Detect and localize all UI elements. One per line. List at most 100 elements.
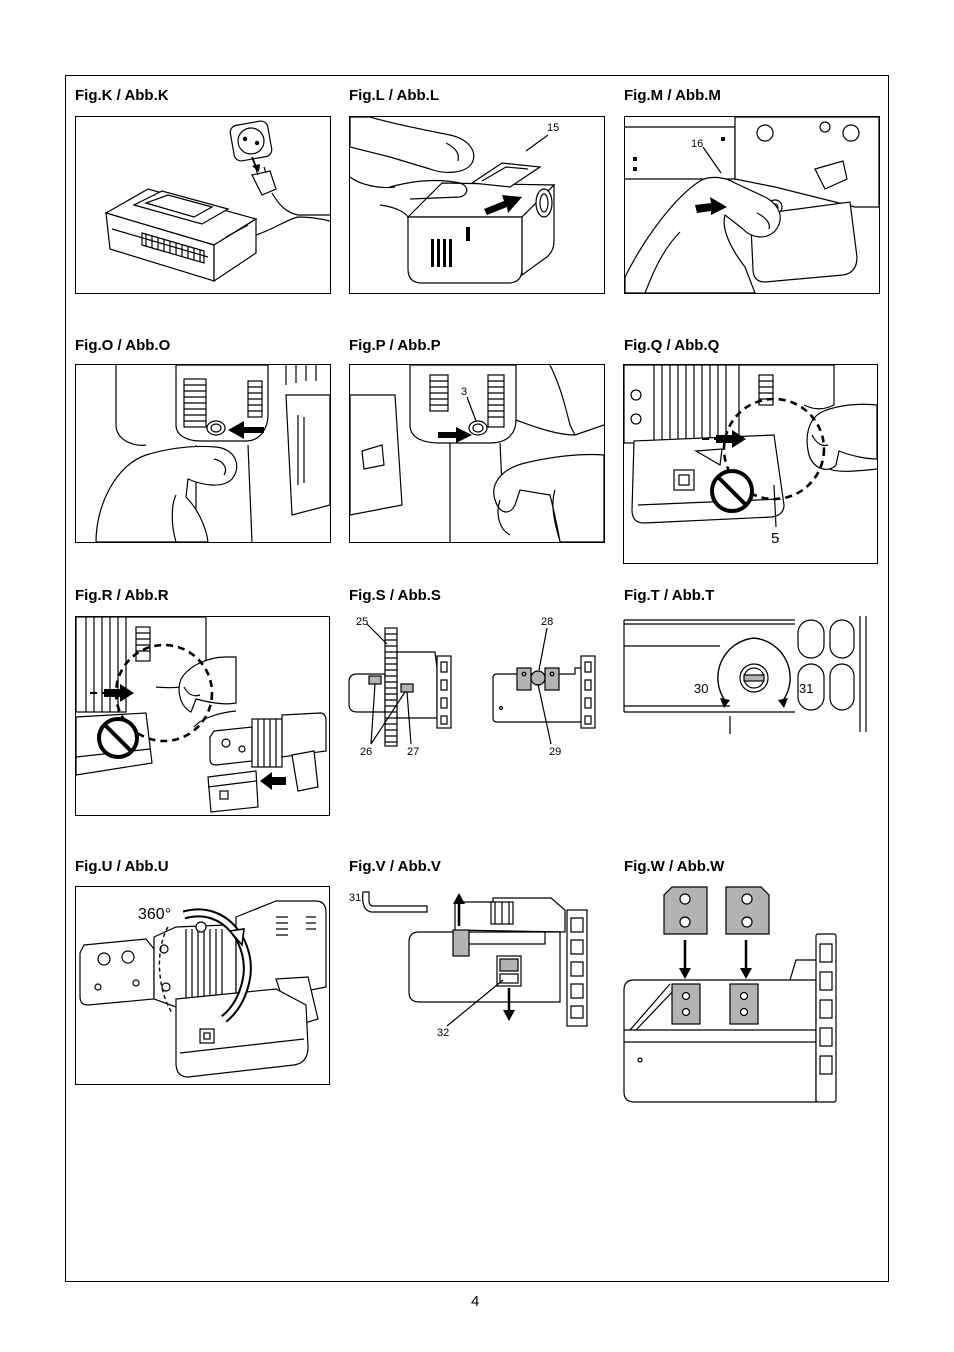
hand-drawing	[625, 176, 781, 293]
blade-assembly-right-drawing	[492, 655, 596, 729]
arrow-down-icon	[503, 988, 515, 1021]
callout-29: 29	[549, 746, 561, 758]
figure-r	[75, 616, 330, 816]
battery-small-drawing	[207, 770, 259, 813]
plug-icon	[251, 166, 277, 196]
hand-drawing	[95, 445, 238, 542]
callout-16: 16	[691, 138, 703, 150]
callout-leader-line	[525, 134, 549, 152]
callout-leader-line	[702, 146, 722, 174]
callout-30: 30	[694, 681, 708, 696]
figure-label-t: Fig.T / Abb.T	[624, 587, 715, 604]
figure-label-l: Fig.L / Abb.L	[349, 87, 439, 104]
rotation-arrow-icon	[717, 637, 791, 708]
page-frame	[65, 75, 889, 1282]
tool-detail-drawing	[623, 616, 867, 734]
callout-leader-line	[446, 979, 504, 1027]
figure-u-drawing: 360°	[79, 900, 327, 1078]
figure-label-p: Fig.P / Abb.P	[349, 337, 441, 354]
battery-pack-drawing	[406, 162, 556, 284]
hex-key-icon	[362, 891, 428, 913]
figure-p: 3	[349, 364, 605, 543]
figure-l-drawing: 15	[350, 117, 559, 284]
battery-charger-drawing	[104, 188, 258, 283]
figure-label-q: Fig.Q / Abb.Q	[624, 337, 720, 354]
arrow-right-icon	[702, 430, 746, 448]
figure-l: 15	[349, 116, 605, 294]
figure-label-o: Fig.O / Abb.O	[75, 337, 171, 354]
power-cable	[255, 192, 330, 236]
hand-drawing	[178, 656, 237, 728]
callout-26: 26	[360, 746, 372, 758]
arrow-left-icon	[228, 421, 264, 439]
figure-t: 30 31	[620, 612, 870, 737]
cutter-head-drawing	[408, 897, 588, 1027]
figure-p-drawing: 3	[350, 365, 604, 542]
arrow-down-icon	[740, 940, 752, 979]
arrow-right-icon	[484, 195, 522, 215]
figure-t-drawing: 30 31	[623, 616, 867, 734]
figure-label-r: Fig.R / Abb.R	[75, 587, 169, 604]
figure-q-drawing: 5	[624, 365, 877, 547]
blade-left-drawing	[663, 886, 708, 935]
callout-28: 28	[541, 616, 553, 628]
figure-w	[620, 884, 842, 1106]
cutter-tool-drawing	[79, 900, 327, 1078]
arrow-left-icon	[260, 772, 286, 790]
callout-25: 25	[356, 616, 368, 628]
figure-k-drawing	[104, 120, 330, 283]
figure-o	[75, 364, 331, 543]
figure-label-w: Fig.W / Abb.W	[624, 858, 725, 875]
figure-label-u: Fig.U / Abb.U	[75, 858, 169, 875]
figure-label-v: Fig.V / Abb.V	[349, 858, 441, 875]
screw-icon	[739, 663, 769, 693]
rotation-label: 360°	[138, 906, 171, 923]
figure-u: 360°	[75, 886, 330, 1085]
callout-31: 31	[349, 892, 361, 904]
highlight-circle	[722, 397, 826, 501]
figure-v: 31 32	[345, 884, 595, 1044]
blade-right-drawing	[725, 886, 770, 935]
callout-leader-line	[773, 484, 777, 528]
figure-m: 16	[624, 116, 880, 294]
callout-leader-line	[466, 396, 477, 422]
callout-15: 15	[547, 122, 559, 134]
callout-32: 32	[437, 1027, 449, 1039]
figure-v-drawing: 31 32	[349, 891, 588, 1039]
blade-assembly-left-drawing	[348, 627, 452, 747]
arrow-right-icon	[438, 427, 472, 443]
callout-27: 27	[407, 746, 419, 758]
hand-drawing	[350, 117, 475, 218]
figure-label-k: Fig.K / Abb.K	[75, 87, 169, 104]
arrow-right-icon	[695, 197, 727, 215]
figure-r-drawing	[76, 617, 327, 813]
page-number: 4	[471, 1293, 480, 1310]
cutter-tool-small-drawing	[209, 712, 327, 792]
figure-label-m: Fig.M / Abb.M	[624, 87, 721, 104]
hand-drawing	[806, 403, 877, 472]
figure-s: 25 28 26 27 29	[345, 612, 605, 762]
tool-rear-drawing	[115, 365, 330, 542]
hand-drawing	[493, 453, 604, 542]
arrow-right-icon	[90, 684, 134, 702]
callout-5: 5	[771, 530, 779, 547]
arrow-up-icon	[453, 893, 465, 926]
prohibited-icon	[710, 469, 754, 513]
cutter-head-drawing	[623, 933, 837, 1103]
wall-socket-icon	[229, 120, 273, 162]
figure-s-drawing: 25 28 26 27 29	[348, 616, 596, 758]
arrow-down-icon	[251, 156, 260, 172]
figure-w-drawing	[623, 886, 837, 1103]
arrow-down-icon	[679, 940, 691, 979]
tool-rear-drawing	[350, 365, 604, 542]
figure-o-drawing	[95, 365, 330, 542]
figure-q: 5	[623, 364, 878, 564]
callout-31: 31	[799, 681, 813, 696]
figure-m-drawing: 16	[625, 117, 879, 293]
callout-3: 3	[461, 386, 467, 398]
prohibited-icon	[97, 717, 139, 759]
rotation-arrow-icon	[158, 908, 252, 1023]
figure-k	[75, 116, 331, 294]
callout-leader-lines	[366, 623, 552, 745]
figure-label-s: Fig.S / Abb.S	[349, 587, 441, 604]
